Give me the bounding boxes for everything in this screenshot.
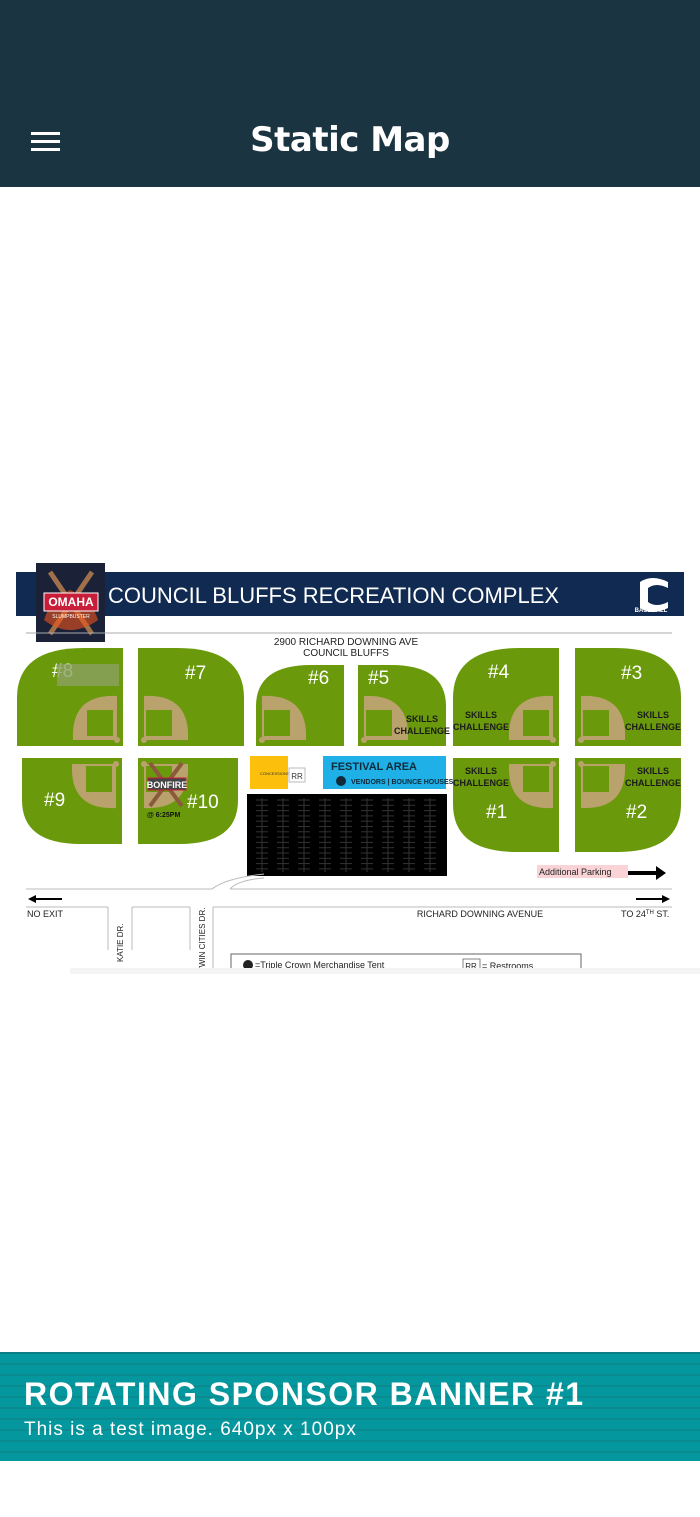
skills-challenge-label: SKILLS xyxy=(465,710,497,720)
logo-slumpbuster-text: SLUMPBUSTER xyxy=(52,614,90,620)
address-line-2: COUNCIL BLUFFS xyxy=(303,648,389,659)
no-exit-arrow-icon xyxy=(28,895,62,903)
concessions-label: CONCESSIONS xyxy=(260,771,290,776)
festival-subtitle: VENDORS | BOUNCE HOUSES xyxy=(351,779,454,786)
to-24th-arrow-icon xyxy=(636,895,670,903)
field-1: #1 SKILLS CHALLENGE xyxy=(453,758,559,852)
skills-challenge-label: CHALLENGE xyxy=(394,726,450,736)
skills-challenge-label: SKILLS xyxy=(465,766,497,776)
sponsor-banner-subtitle: This is a test image. 640px x 100px xyxy=(24,1419,357,1440)
legend-rr-badge: RR xyxy=(465,962,477,971)
triple-crown-baseball-logo: BASEBALL xyxy=(635,578,668,614)
concessions-stand xyxy=(250,756,288,789)
omaha-slumpbuster-logo: OMAHA SLUMPBUSTER xyxy=(36,563,105,642)
field-7: #7 xyxy=(138,648,244,746)
bonfire-label: BONFIRE xyxy=(147,780,188,790)
static-map-image[interactable]: COUNCIL BLUFFS RECREATION COMPLEX OMAHA … xyxy=(0,560,700,974)
legend-restrooms: = Restrooms xyxy=(482,961,534,971)
additional-parking-highlight xyxy=(537,865,628,878)
bonfire-time: @ 6:25PM xyxy=(147,812,180,819)
map-title-banner xyxy=(16,572,684,616)
skills-challenge-label: CHALLENGE xyxy=(625,722,681,732)
page-title: Static Map xyxy=(250,120,450,160)
merch-tent-icon xyxy=(243,960,253,970)
skills-challenge-label: SKILLS xyxy=(637,710,669,720)
legend-merch: =Triple Crown Merchandise Tent xyxy=(255,960,385,970)
street-twin-cities: TWIN CITIES DR. xyxy=(198,908,207,972)
skills-challenge-label: CHALLENGE xyxy=(453,778,509,788)
field-label: #1 xyxy=(486,802,507,823)
field-8: #8 xyxy=(17,648,123,746)
parking-arrow-icon xyxy=(628,866,666,880)
field-label: #9 xyxy=(44,790,65,811)
field-6: #6 xyxy=(256,665,344,746)
restroom-marker xyxy=(288,767,306,783)
sponsor-banner-title: ROTATING SPONSOR BANNER #1 xyxy=(24,1376,585,1412)
sponsor-banner[interactable]: ROTATING SPONSOR BANNER #1 This is a tes… xyxy=(0,1352,700,1461)
field-label: #4 xyxy=(488,662,510,683)
address-line-1: 2900 RICHARD DOWNING AVE xyxy=(274,637,419,648)
skills-challenge-label: CHALLENGE xyxy=(453,722,509,732)
app-header: Static Map xyxy=(0,0,700,187)
field-2: #2 SKILLS CHALLENGE xyxy=(575,758,681,852)
skills-challenge-label: SKILLS xyxy=(406,714,438,724)
field-label: #7 xyxy=(185,663,206,684)
skills-challenge-label: SKILLS xyxy=(637,766,669,776)
field-9: #9 xyxy=(22,758,122,844)
field-label: #2 xyxy=(626,802,647,823)
street-to-24th: TO 24TH ST. xyxy=(621,909,669,919)
skills-challenge-label: CHALLENGE xyxy=(625,778,681,788)
additional-parking-label: Additional Parking xyxy=(539,867,612,877)
field-label: #10 xyxy=(187,792,219,813)
logo-omaha-text: OMAHA xyxy=(48,595,94,609)
logo-baseball-text: BASEBALL xyxy=(635,608,668,614)
field-label: #3 xyxy=(621,663,642,684)
parking-lot xyxy=(247,794,447,876)
bonfire-marker: BONFIRE @ 6:25PM xyxy=(147,761,188,819)
street-richard-downing: RICHARD DOWNING AVENUE xyxy=(417,909,543,919)
restroom-marker-label: RR xyxy=(291,772,303,781)
field-label: #6 xyxy=(308,668,329,689)
festival-title: FESTIVAL AREA xyxy=(331,761,417,773)
hamburger-menu-icon[interactable] xyxy=(30,130,62,154)
map-title: COUNCIL BLUFFS RECREATION COMPLEX xyxy=(108,583,559,608)
field-label: #5 xyxy=(368,668,389,689)
no-exit-label: NO EXIT xyxy=(27,909,64,919)
street-katie: KATIE DR. xyxy=(116,923,125,962)
